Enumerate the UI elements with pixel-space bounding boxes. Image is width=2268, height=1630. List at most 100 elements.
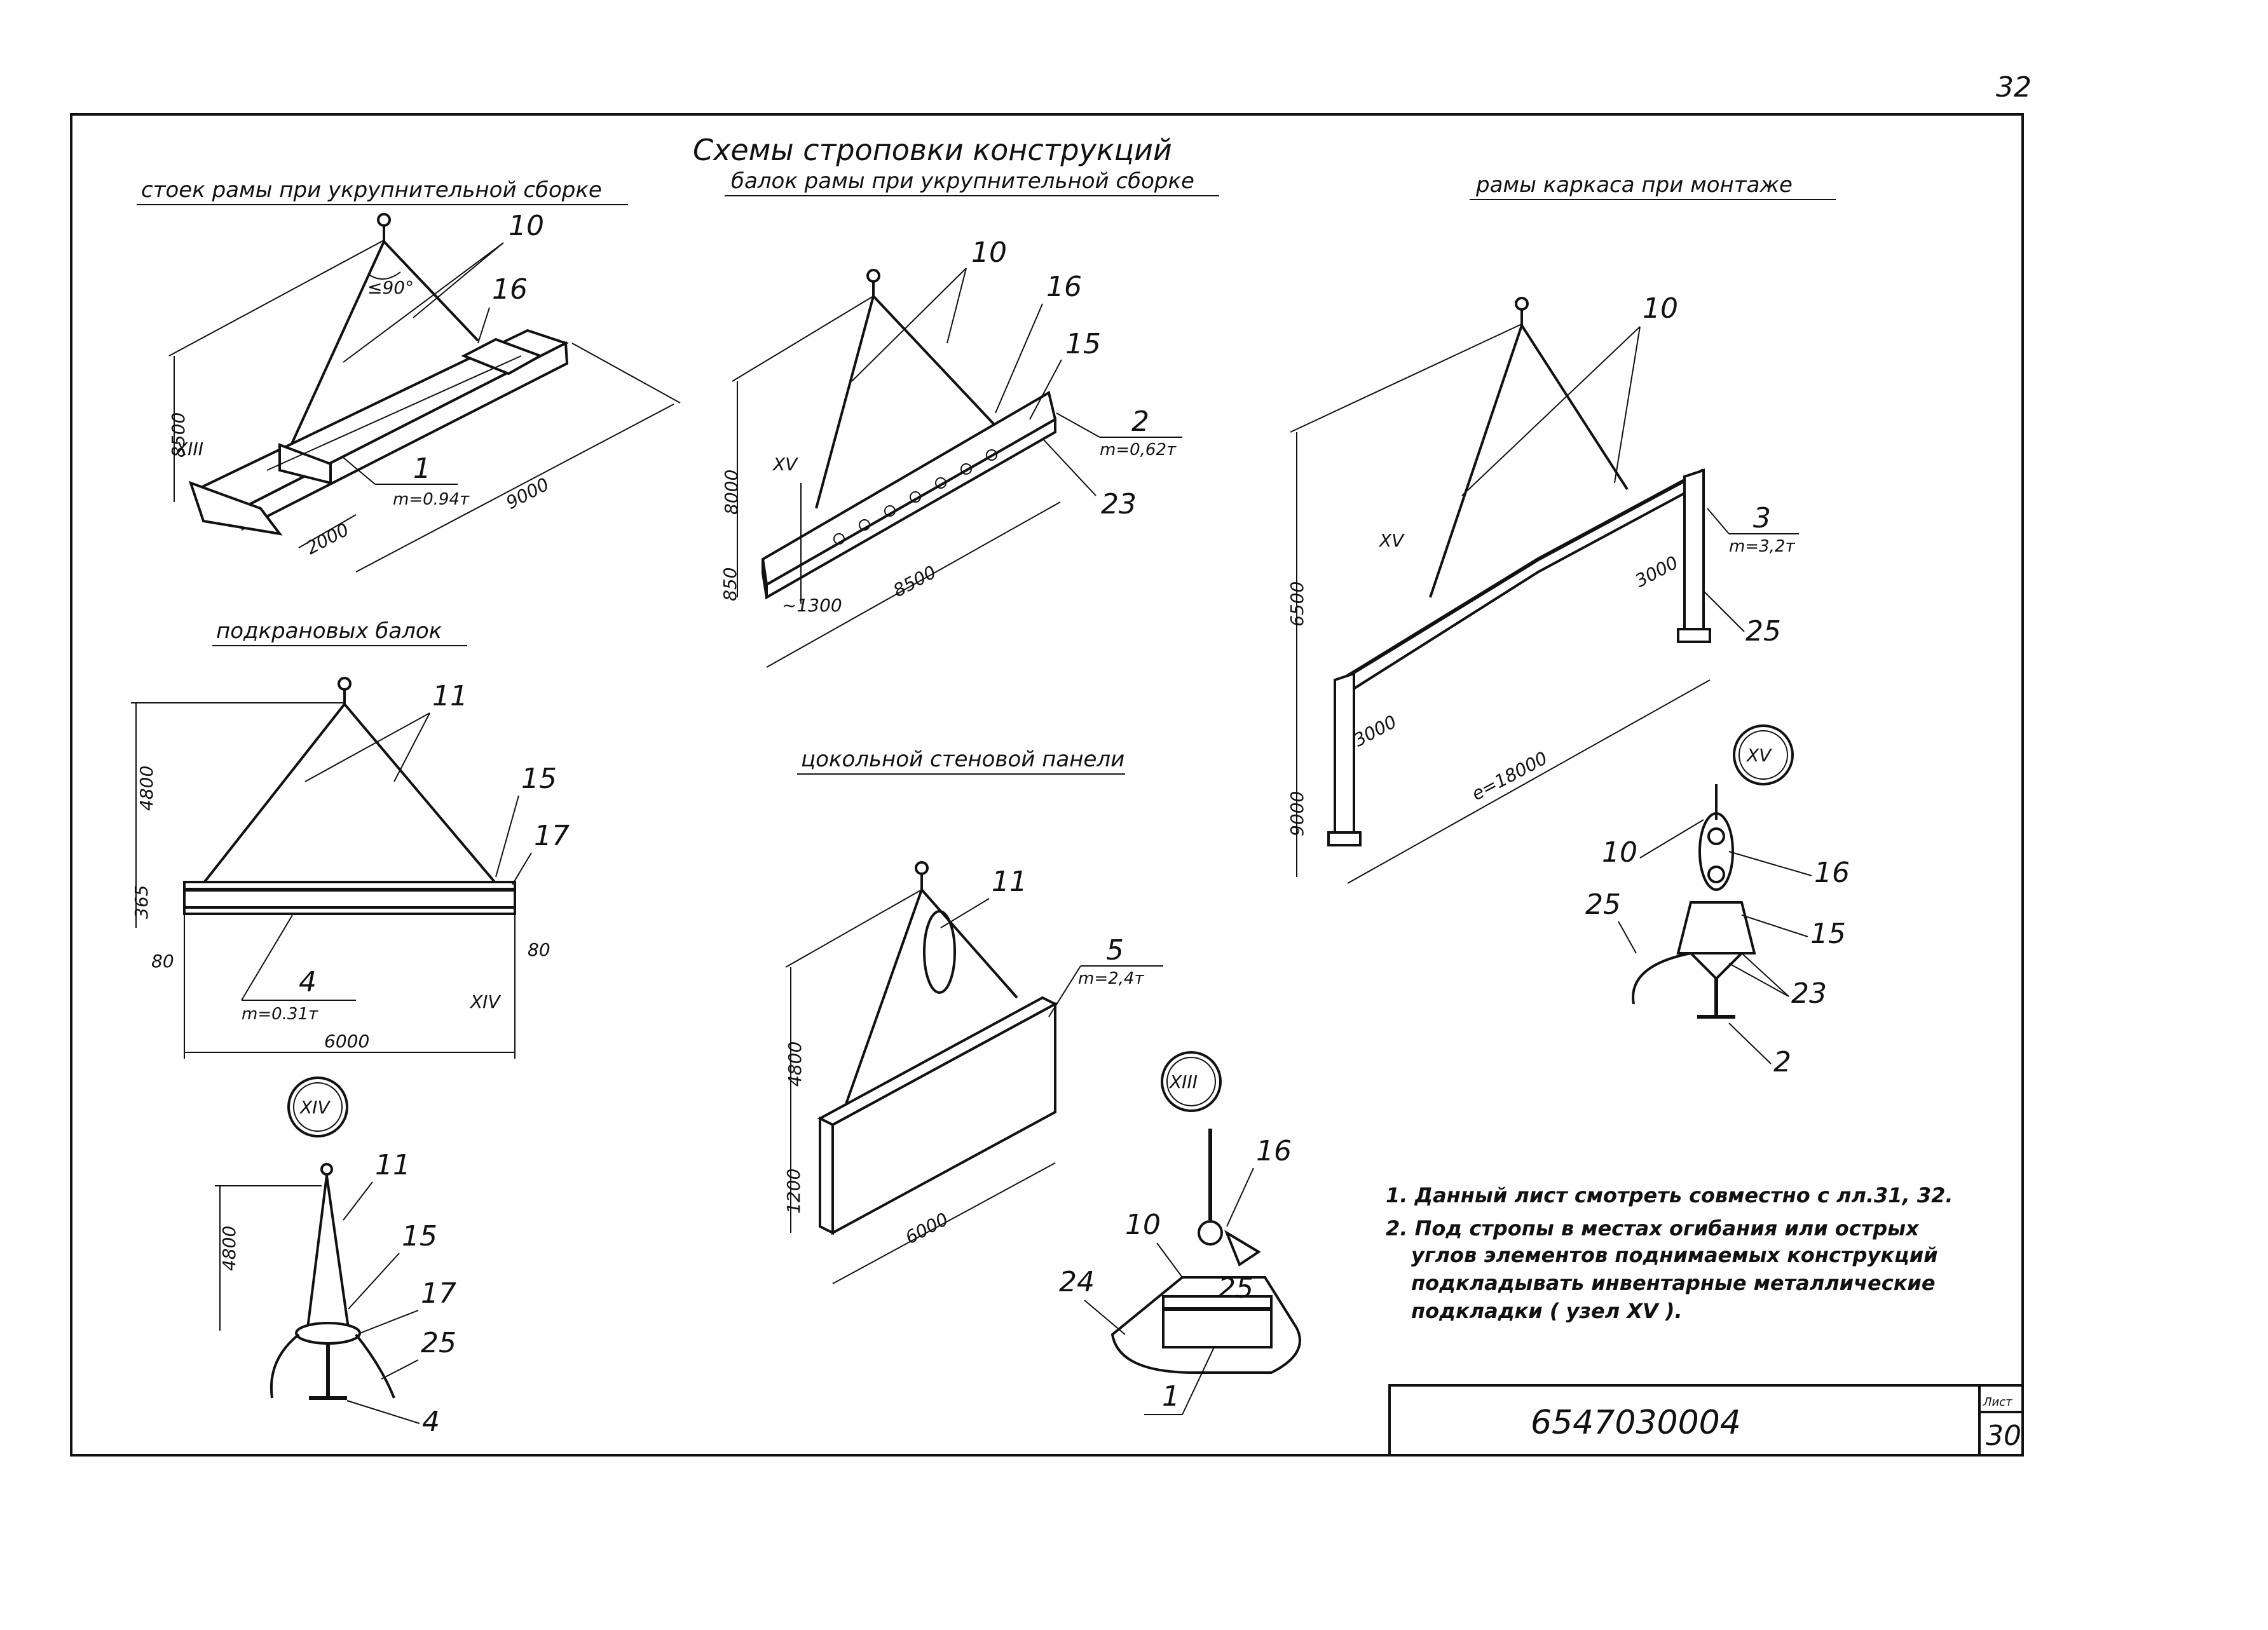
frame-dim-height: 6500 [1287, 581, 1308, 627]
header-crane-beams: подкрановых балок [216, 618, 442, 644]
sling-line [920, 888, 1018, 999]
note-line-3: углов элементов поднимаемых конструкций [1411, 1243, 1938, 1267]
crane-beam-body [183, 881, 516, 915]
frame-mass: m=3,2т [1729, 537, 1795, 556]
note-line-1: 1. Данный лист смотреть совместно с лл.3… [1386, 1183, 1953, 1207]
detail-xiii-label: XIII [1168, 1071, 1198, 1092]
callout-16: 16 [1256, 1135, 1292, 1167]
callout-4: 4 [422, 1406, 440, 1438]
callout-11: 11 [992, 866, 1027, 898]
plinth-panel-dim-panel: 1200 [783, 1169, 804, 1214]
document-code: 6547030004 [1531, 1404, 1741, 1442]
callout-10: 10 [509, 210, 544, 242]
callout-25: 25 [421, 1327, 456, 1359]
notes-block: 1. Данный лист смотреть совместно с лл.3… [1386, 1183, 1953, 1323]
callout-3: 3 [1753, 502, 1771, 534]
sheet-title: Схемы строповки конструкций [693, 133, 1172, 167]
column-mass: m=0.94т [393, 490, 470, 509]
callout-25: 25 [1745, 615, 1781, 648]
detail-xiv-circle [287, 1076, 348, 1138]
header-beams: балок рамы при укрупнительной сборке [731, 168, 1194, 194]
node-xv-marker: XV [1378, 530, 1405, 551]
node-xiii-marker: XIII [174, 438, 203, 459]
frame-left-column [1334, 672, 1355, 841]
callout-16: 16 [1814, 857, 1850, 889]
callout-1: 1 [1162, 1380, 1180, 1413]
note-line-2: 2. Под стропы в местах огибания или остр… [1386, 1216, 1920, 1240]
beam-sling-scheme: 10 16 15 2 m=0,62т 23 XV 8000 850 ~1300 … [720, 236, 1182, 668]
detail-xiv-dim-height: 4800 [219, 1226, 240, 1271]
header-frames: рамы каркаса при монтаже [1475, 172, 1793, 198]
beam-holes [833, 449, 997, 545]
beam-dim-offset: ~1300 [782, 595, 842, 616]
sling-line [844, 889, 923, 1106]
callout-15: 15 [1810, 918, 1846, 950]
crane-hook-icon [338, 677, 352, 691]
beam-dim-length: 8500 [890, 562, 939, 602]
callout-15: 15 [521, 763, 557, 795]
column-angle: ≤90° [367, 277, 414, 298]
page-number: 32 [1996, 71, 2032, 104]
crane-hook-icon [866, 269, 880, 283]
column-section [1162, 1295, 1273, 1348]
crane-beam-dim-left: 80 [151, 951, 174, 972]
header-columns: стоек рамы при укрупнительной сборке [141, 177, 602, 203]
callout-25: 25 [1218, 1272, 1254, 1305]
column-sling-scheme: ≤90° 10 16 1 m=0.94т XIII 8500 9000 2000 [168, 210, 681, 573]
callout-23: 23 [1791, 977, 1827, 1010]
sling-line [872, 295, 997, 427]
detail-xv-label: XV [1745, 745, 1772, 766]
frame-rafter [1340, 468, 1705, 682]
callout-10: 10 [1602, 836, 1637, 869]
callout-17: 17 [534, 820, 570, 852]
callout-10: 10 [1643, 292, 1678, 325]
frame-dim-column: 9000 [1287, 791, 1308, 836]
sling-line [1520, 324, 1629, 491]
column-dim-width: 2000 [303, 519, 352, 559]
callout-2: 2 [1131, 405, 1149, 438]
sling-line [815, 295, 875, 509]
column-dim-height: 8500 [168, 412, 189, 458]
callout-17: 17 [421, 1277, 456, 1310]
callout-2: 2 [1773, 1046, 1791, 1078]
note-line-4: подкладывать инвентарные металлические [1411, 1271, 1936, 1295]
frame-sling-scheme: 10 3 m=3,2т 25 XV 6500 3000 3000 9000 e=… [1287, 292, 1799, 884]
callout-15: 15 [402, 1220, 437, 1253]
sling-line [285, 241, 385, 457]
detail-xv: XV 10 16 25 15 23 2 [1585, 724, 1850, 1078]
node-xiv-marker: XIV [469, 991, 501, 1012]
crane-hook-icon [1515, 297, 1529, 311]
crane-beam-sling-scheme: 11 15 17 4 m=0.31т XIV 4800 365 80 80 60… [131, 677, 570, 1059]
crane-beam-dim-section: 365 [131, 885, 152, 919]
plinth-panel-dim-length: 6000 [902, 1209, 952, 1249]
callout-4: 4 [299, 966, 317, 998]
column-dim-length: 9000 [503, 473, 552, 513]
callout-16: 16 [1046, 271, 1082, 303]
detail-xiv: XIV 11 15 17 25 4 4800 [215, 1076, 456, 1438]
callout-1: 1 [413, 452, 431, 485]
column-base-plate [188, 480, 283, 536]
callout-10: 10 [1125, 1209, 1161, 1241]
sheet-frame [70, 113, 2024, 1457]
callout-5: 5 [1106, 934, 1124, 967]
crane-beam-dim-right: 80 [528, 939, 550, 960]
detail-xiii: XIII 16 10 24 25 1 [1059, 1051, 1301, 1415]
note-line-5: подкладки ( узел XV ). [1411, 1299, 1683, 1323]
sling-line [202, 703, 346, 885]
node-xv-marker: XV [772, 454, 798, 475]
frame-dim-left: 3000 [1350, 711, 1400, 751]
header-plinth-panel: цокольной стеновой панели [801, 747, 1124, 772]
beam-body [761, 390, 1057, 587]
plinth-panel-sling-scheme: 11 5 m=2,4т 4800 1200 6000 [783, 861, 1163, 1284]
callout-16: 16 [492, 273, 528, 306]
beam-dim-height: 8000 [721, 470, 742, 515]
section-headers: стоек рамы при укрупнительной сборке бал… [137, 168, 1836, 775]
callout-25: 25 [1585, 888, 1621, 921]
crane-hook-icon [377, 213, 391, 227]
detail-xv-circle [1733, 724, 1794, 785]
callout-24: 24 [1059, 1266, 1095, 1298]
detail-xiv-label: XIV [299, 1097, 331, 1118]
callout-11: 11 [432, 680, 468, 712]
detail-xiii-circle [1161, 1051, 1222, 1112]
